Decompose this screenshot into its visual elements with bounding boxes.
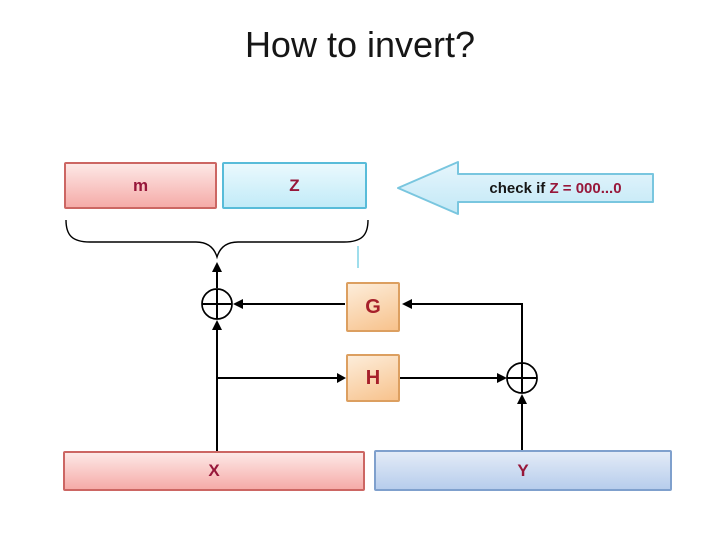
arrowhead-left-gxor bbox=[233, 299, 243, 309]
arrowhead-up-xor-left bbox=[212, 320, 222, 330]
slide-title: How to invert? bbox=[244, 24, 476, 65]
m-box-label: m bbox=[132, 175, 149, 195]
arrowhead-up-xor-right bbox=[517, 394, 527, 404]
x-box[interactable]: X bbox=[63, 451, 365, 491]
z-box[interactable]: Z bbox=[222, 162, 367, 209]
brace bbox=[65, 219, 369, 260]
xor-icon-right bbox=[506, 362, 538, 394]
h-box[interactable]: H bbox=[346, 354, 400, 402]
check-arrow-label: check if Z = 000...0 bbox=[458, 175, 653, 202]
arrowhead-right-h bbox=[337, 373, 346, 383]
check-arrow-label-condition: Z = 000...0 bbox=[549, 180, 622, 197]
arrowhead-right-xor bbox=[497, 373, 507, 383]
m-box[interactable]: m bbox=[64, 162, 217, 209]
z-box-label: Z bbox=[289, 175, 300, 195]
y-box-label: Y bbox=[517, 460, 529, 480]
h-box-label: H bbox=[365, 366, 381, 389]
x-box-label: X bbox=[208, 461, 220, 480]
y-box[interactable]: Y bbox=[374, 450, 672, 491]
xor-icon-left bbox=[201, 288, 233, 320]
check-arrow-label-prefix: check if bbox=[489, 180, 550, 197]
g-box[interactable]: G bbox=[346, 282, 400, 332]
arrowhead-left-g bbox=[402, 299, 412, 309]
connector-corner-to-g bbox=[410, 303, 523, 363]
arrowhead-up-brace bbox=[212, 262, 222, 272]
g-box-label: G bbox=[365, 295, 381, 318]
